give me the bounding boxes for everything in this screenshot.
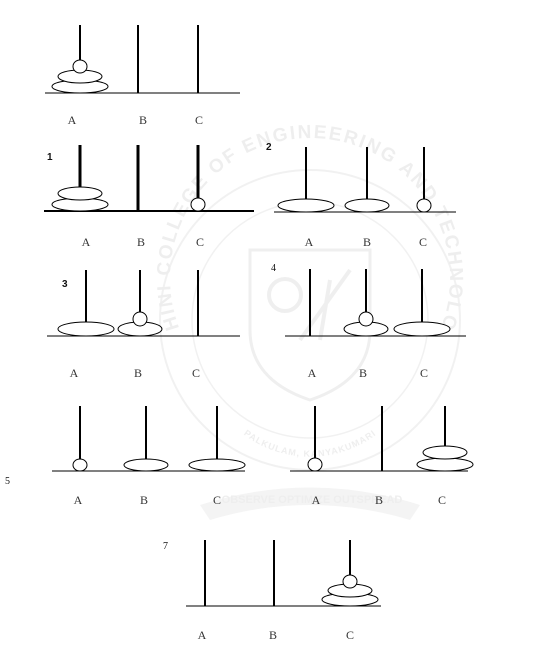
peg-label-a: A (305, 235, 314, 249)
peg-label-c: C (419, 235, 427, 249)
peg-label-a: A (308, 366, 317, 380)
peg-label-a: A (312, 493, 321, 507)
svg-text:PALKULAM, KANYAKUMARI: PALKULAM, KANYAKUMARI (242, 428, 378, 459)
hanoi-step: A B C 5 (5, 406, 246, 507)
step-number: 7 (163, 541, 168, 552)
disk-size-1 (307, 457, 323, 472)
step-number: 1 (47, 152, 53, 163)
disk-size-1 (416, 198, 432, 213)
disk-size-2 (344, 198, 390, 213)
hanoi-step: A B C 4 (271, 263, 466, 380)
hanoi-step: A B C (45, 25, 240, 127)
disk-size-1 (342, 574, 358, 589)
peg-label-a: A (198, 628, 207, 642)
peg-label-c: C (438, 493, 446, 507)
disk-size-3 (416, 457, 474, 472)
peg-label-b: B (269, 628, 277, 642)
hanoi-step: A B C 3 (47, 270, 240, 380)
peg-label-b: B (140, 493, 148, 507)
gear-icon (267, 277, 303, 313)
disk-size-1 (190, 197, 206, 212)
hanoi-step: A B C 7 (163, 540, 381, 642)
svg-text:ROHINI COLLEGE OF ENGINEERING: ROHINI COLLEGE OF ENGINEERING AND TECHNO… (0, 0, 466, 334)
disk-size-3 (57, 321, 115, 337)
disk-size-1 (72, 458, 88, 472)
peg-label-b: B (363, 235, 371, 249)
peg-label-c: C (346, 628, 354, 642)
peg-label-b: B (139, 113, 147, 127)
peg-label-b: B (134, 366, 142, 380)
peg-label-a: A (82, 235, 91, 249)
shield-icon (248, 248, 372, 402)
peg-label-b: B (137, 235, 145, 249)
disk-size-2 (57, 186, 103, 201)
watermark-motto: OBSERVE OPTIMIZE OUTSPREAD (222, 494, 403, 506)
watermark-bottom-text: PALKULAM, KANYAKUMARI (242, 428, 377, 459)
peg-label-b: B (375, 493, 383, 507)
step-number: 3 (62, 279, 68, 290)
disk-size-2 (422, 445, 468, 460)
peg-label-c: C (196, 235, 204, 249)
step-number: 4 (271, 263, 276, 274)
hanoi-step: A B C (290, 406, 474, 507)
step-number: 2 (266, 142, 272, 153)
hanoi-step: A B C 2 (266, 142, 456, 249)
step-number: 5 (5, 476, 10, 487)
watermark-top-text: ROHINI COLLEGE OF ENGINEERING AND TECHNO… (0, 0, 464, 334)
disk-size-2 (123, 458, 169, 472)
disk-size-1 (72, 59, 88, 74)
peg-label-b: B (359, 366, 367, 380)
disk-size-3 (188, 458, 246, 472)
peg-label-c: C (213, 493, 221, 507)
disk-size-1 (358, 311, 374, 327)
disk-size-3 (277, 198, 335, 213)
peg-label-c: C (420, 366, 428, 380)
peg-label-a: A (68, 113, 77, 127)
disk-size-3 (393, 321, 451, 337)
peg-label-c: C (192, 366, 200, 380)
peg-label-c: C (195, 113, 203, 127)
peg-label-a: A (74, 493, 83, 507)
disk-size-1 (132, 311, 148, 327)
peg-label-a: A (70, 366, 79, 380)
hanoi-step: A B C 1 (44, 145, 254, 249)
